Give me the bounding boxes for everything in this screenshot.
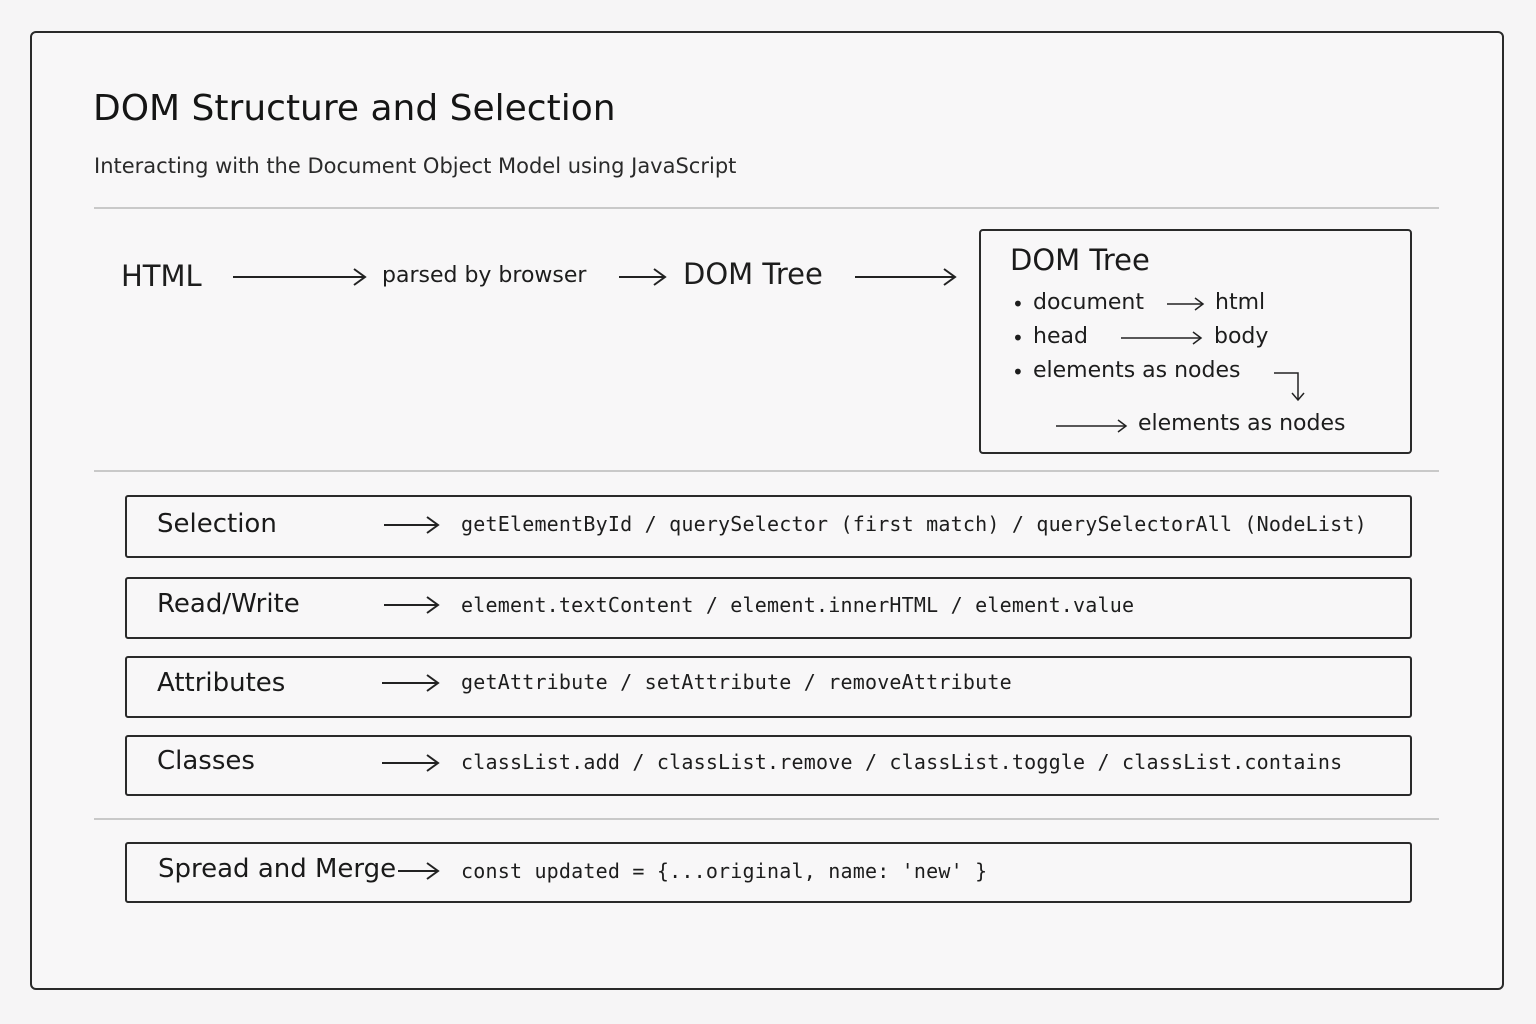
row-label-selection: Selection — [157, 509, 277, 539]
flow-dom-tree-label: DOM Tree — [683, 257, 823, 291]
row-arrow-icon — [398, 862, 440, 880]
tree-item-head: head — [1033, 324, 1088, 349]
page-subtitle: Interacting with the Document Object Mod… — [94, 154, 737, 178]
bullet-icon: • — [1012, 326, 1024, 350]
tree-item-html: html — [1215, 290, 1266, 315]
bullet-icon: • — [1012, 360, 1024, 384]
tree-arrow-icon — [1167, 297, 1205, 311]
dom-tree-title: DOM Tree — [1010, 243, 1150, 277]
row-arrow-icon — [382, 754, 440, 772]
tree-down-arrow-icon — [1274, 372, 1305, 402]
row-code-read-write: element.textContent / element.innerHTML … — [461, 593, 1135, 617]
row-label-classes: Classes — [157, 746, 255, 776]
page-title: DOM Structure and Selection — [93, 88, 616, 129]
row-arrow-icon — [384, 516, 440, 534]
row-label-read-write: Read/Write — [157, 589, 300, 619]
tree-item-elements: elements as nodes — [1033, 358, 1241, 383]
row-code-attributes: getAttribute / setAttribute / removeAttr… — [461, 670, 1012, 694]
diagram-frame — [30, 31, 1504, 990]
tree-arrow-icon — [1121, 331, 1203, 345]
row-spread-merge — [125, 842, 1412, 903]
divider-middle — [94, 470, 1439, 472]
tree-arrow-icon — [1056, 419, 1128, 433]
tree-extra-elements: elements as nodes — [1138, 411, 1346, 436]
flow-parsed-label: parsed by browser — [382, 263, 587, 288]
row-code-selection: getElementById / querySelector (first ma… — [461, 512, 1367, 536]
flow-arrow-icon — [855, 268, 957, 286]
flow-html-label: HTML — [121, 259, 202, 293]
row-code-spread-merge: const updated = {...original, name: 'new… — [461, 859, 988, 883]
dom-tree-box — [979, 229, 1412, 454]
row-arrow-icon — [382, 674, 440, 692]
row-classes — [125, 735, 1412, 796]
row-code-classes: classList.add / classList.remove / class… — [461, 750, 1343, 774]
divider-top — [94, 207, 1439, 209]
row-read-write — [125, 577, 1412, 639]
flow-arrow-icon — [233, 268, 367, 286]
row-selection — [125, 495, 1412, 558]
row-label-spread-merge: Spread and Merge — [158, 854, 397, 884]
bullet-icon: • — [1012, 292, 1024, 316]
tree-item-document: document — [1033, 290, 1144, 315]
row-arrow-icon — [384, 596, 440, 614]
flow-arrow-icon — [619, 268, 667, 286]
divider-bottom — [94, 818, 1439, 820]
row-attributes — [125, 656, 1412, 718]
tree-item-body: body — [1214, 324, 1269, 349]
row-label-attributes: Attributes — [157, 668, 286, 698]
